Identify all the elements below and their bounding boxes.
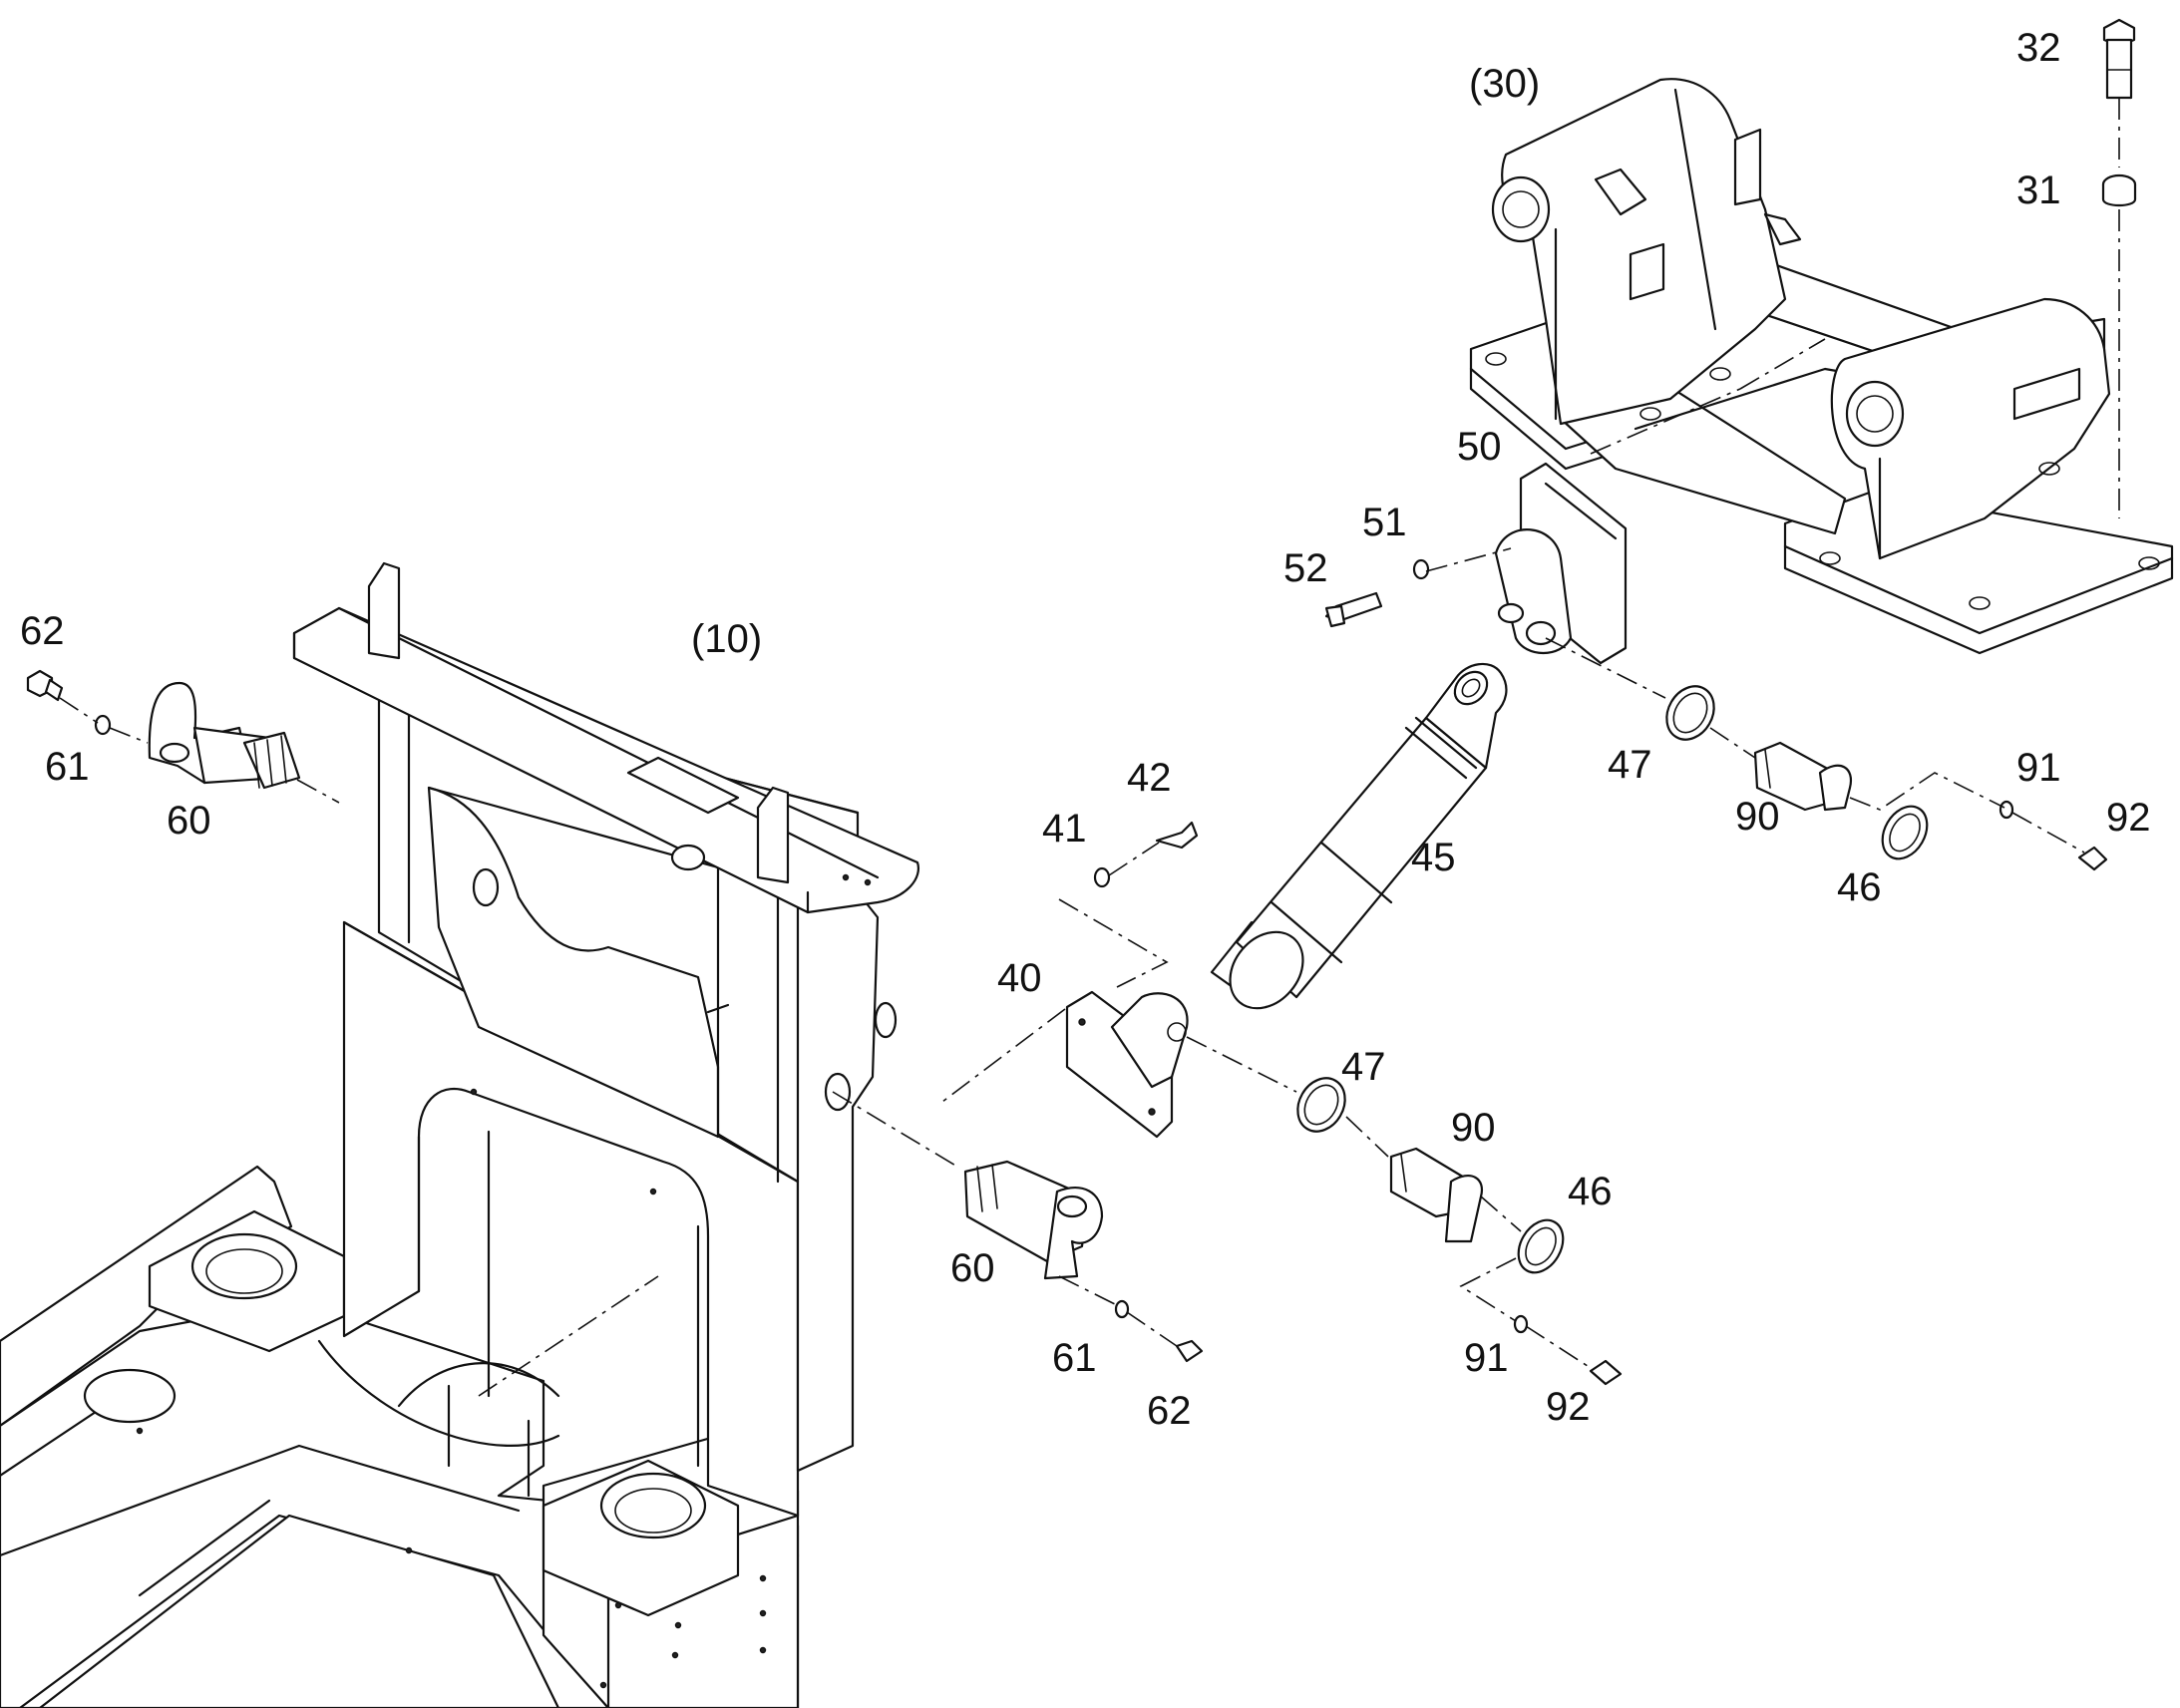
pin-90-lower <box>1389 1147 1484 1243</box>
callout-labels: (10) (30) 32 31 50 51 52 62 61 60 42 41 … <box>20 26 2151 1433</box>
label-assembly-10: (10) <box>691 617 762 661</box>
callout-47-lower: 47 <box>1341 1045 1386 1089</box>
nut-31 <box>2101 173 2137 207</box>
callout-60-lower: 60 <box>950 1246 995 1290</box>
main-frame-10 <box>0 561 920 1708</box>
callout-61-lower: 61 <box>1052 1336 1097 1380</box>
callout-40: 40 <box>997 956 1042 1000</box>
assembly-axis-lines <box>59 98 2120 1397</box>
callout-91-upper: 91 <box>2016 746 2061 790</box>
callout-90-upper: 90 <box>1735 795 1780 839</box>
bracket-50 <box>1494 462 1628 665</box>
bolt-42 <box>1155 821 1199 850</box>
washer-41 <box>1093 866 1111 888</box>
bolt-52 <box>1324 591 1383 628</box>
washer-61-left <box>94 714 112 736</box>
callout-92-lower: 92 <box>1546 1385 1591 1429</box>
seal-ring-47-upper <box>1665 685 1715 741</box>
callout-45: 45 <box>1411 836 1456 879</box>
washer-46-lower <box>1517 1218 1565 1274</box>
callout-46-upper: 46 <box>1837 865 1882 909</box>
label-assembly-30: (30) <box>1469 62 1540 106</box>
bolt-92-lower <box>1589 1359 1623 1386</box>
callout-91-lower: 91 <box>1464 1336 1509 1380</box>
callout-41: 41 <box>1042 807 1087 851</box>
callout-61-left: 61 <box>45 745 90 789</box>
callout-51: 51 <box>1362 501 1407 544</box>
callout-90-lower: 90 <box>1451 1106 1496 1150</box>
bolt-32 <box>2102 18 2136 100</box>
pin-60-left <box>148 681 301 790</box>
washer-91-lower <box>1513 1314 1529 1334</box>
bolt-92-upper <box>2077 846 2108 871</box>
callout-46-lower: 46 <box>1568 1170 1613 1213</box>
callout-31: 31 <box>2016 169 2061 212</box>
callout-60-left: 60 <box>167 799 211 843</box>
washer-46-upper <box>1881 805 1929 860</box>
pin-90-upper <box>1753 741 1853 812</box>
pin-60-lower <box>963 1160 1104 1280</box>
bolt-62-lower <box>1175 1339 1204 1363</box>
callout-62-lower: 62 <box>1147 1389 1192 1433</box>
callout-47-upper: 47 <box>1608 743 1652 787</box>
bolt-62-left <box>26 669 64 702</box>
seal-ring-47-lower <box>1296 1077 1346 1133</box>
callout-52: 52 <box>1283 546 1328 590</box>
washer-61-lower <box>1114 1299 1130 1319</box>
bracket-40 <box>1065 990 1189 1139</box>
washer-51 <box>1412 558 1430 580</box>
callout-62-left: 62 <box>20 609 65 653</box>
upper-bracket-30 <box>1469 78 2174 655</box>
callout-50: 50 <box>1457 425 1502 469</box>
callout-92-upper: 92 <box>2106 796 2151 840</box>
washer-91-upper <box>1998 800 2014 820</box>
callout-32: 32 <box>2016 26 2061 70</box>
hydraulic-cylinder-45 <box>1210 662 1508 1010</box>
callout-42: 42 <box>1127 756 1172 800</box>
